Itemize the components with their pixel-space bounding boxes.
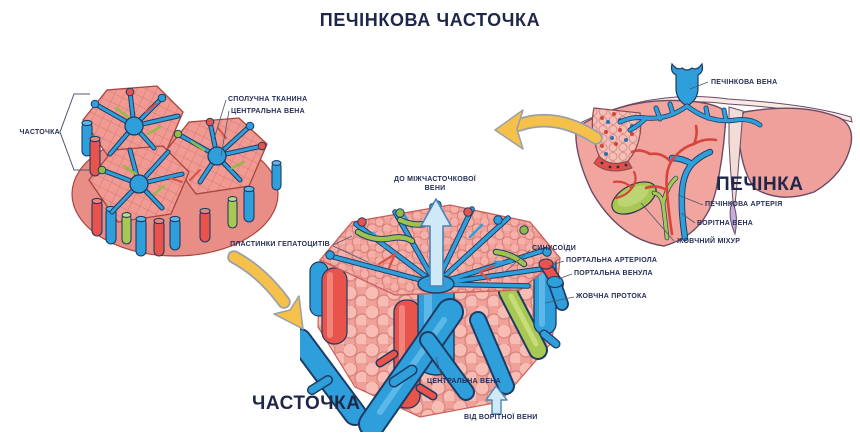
lobule-detail-illustration xyxy=(300,198,569,432)
caption-liver: ПЕЧІНКА xyxy=(716,174,804,195)
label-hepatocyte-plates: ПЛАСТИНКИ ГЕПАТОЦИТІВ xyxy=(230,241,330,248)
hepatic-artery-shape xyxy=(612,124,718,236)
label-hepatic-vein: ПЕЧІНКОВА ВЕНА xyxy=(711,79,778,86)
label-central-vein-left: ЦЕНТРАЛЬНА ВЕНА xyxy=(231,108,305,115)
label-connective-tissue: СПОЛУЧНА ТКАНИНА xyxy=(228,96,308,103)
hepatic-vein-shape xyxy=(617,62,763,133)
label-gallbladder: ЖОВЧНИЙ МІХУР xyxy=(677,238,741,245)
caption-lobule: ЧАСТОЧКА xyxy=(252,393,361,414)
central-vein-webs xyxy=(90,87,267,215)
liver-illustration xyxy=(573,62,853,247)
ligament-drip xyxy=(729,200,737,236)
label-lobule-left: ЧАСТОЧКА xyxy=(19,129,60,136)
label-portal-arteriole: ПОРТАЛЬНА АРТЕРІОЛА xyxy=(566,257,658,264)
arrow-cluster-to-lobule xyxy=(227,250,304,330)
portal-vessel-tubes xyxy=(300,249,561,432)
label-from-portal-vein: ВІД ВОРІТНОЇ ВЕНИ xyxy=(464,414,538,421)
label-hepatic-artery: ПЕЧІНКОВА АРТЕРІЯ xyxy=(705,201,783,208)
page-title: ПЕЧІНКОВА ЧАСТОЧКА xyxy=(319,10,541,30)
label-bile-duct: ЖОВЧНА ПРОТОКА xyxy=(576,293,647,300)
label-portal-vein: ВОРІТНА ВЕНА xyxy=(697,220,754,227)
label-central-vein-center: ЦЕНТРАЛЬНА ВЕНА xyxy=(427,378,501,385)
flow-arrow-from-portal xyxy=(485,385,508,415)
label-to-interlobular-vein: ДО МІЖЧАСТОЧКОВОЇ ВЕНИ xyxy=(394,176,476,193)
label-sinusoids: СИНУСОЇДИ xyxy=(532,245,577,252)
label-portal-venule: ПОРТАЛЬНА ВЕНУЛА xyxy=(574,270,653,277)
flow-arrow-up xyxy=(420,198,452,287)
